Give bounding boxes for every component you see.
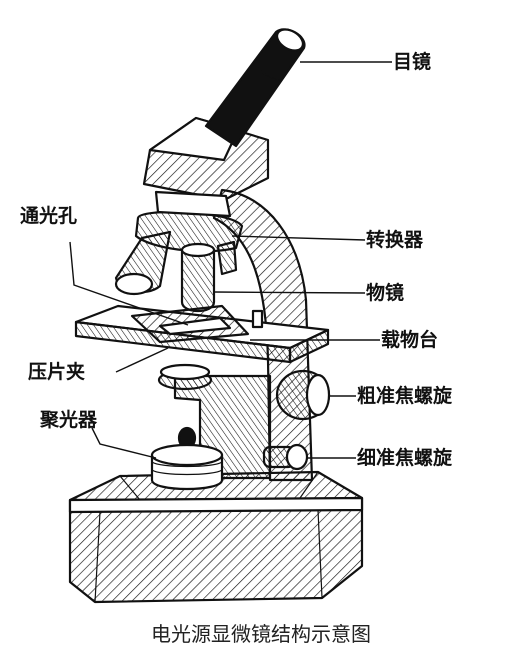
microscope-base bbox=[70, 472, 362, 602]
leader-condenser bbox=[92, 428, 156, 458]
leader-objective bbox=[214, 292, 365, 293]
objective-right bbox=[218, 242, 236, 274]
label-eyepiece: 目镜 bbox=[393, 51, 431, 73]
label-stage: 载物台 bbox=[381, 329, 438, 351]
substage-ring bbox=[159, 365, 211, 389]
label-condenser: 聚光器 bbox=[40, 409, 97, 431]
label-fine-focus: 细准焦螺旋 bbox=[357, 447, 452, 469]
label-clip: 压片夹 bbox=[28, 361, 85, 383]
leader-clip bbox=[116, 348, 168, 372]
label-objective: 物镜 bbox=[366, 282, 404, 304]
objective-left bbox=[116, 232, 170, 294]
label-light-hole: 通光孔 bbox=[20, 205, 77, 227]
coarse-focus-knob bbox=[277, 371, 329, 419]
eyepiece-tube bbox=[206, 25, 307, 146]
fine-focus-knob bbox=[264, 445, 307, 469]
objective-center bbox=[182, 244, 214, 311]
label-coarse-focus: 粗准焦螺旋 bbox=[357, 385, 452, 407]
figure-caption: 电光源显微镜结构示意图 bbox=[0, 622, 522, 646]
label-converter: 转换器 bbox=[366, 229, 423, 251]
